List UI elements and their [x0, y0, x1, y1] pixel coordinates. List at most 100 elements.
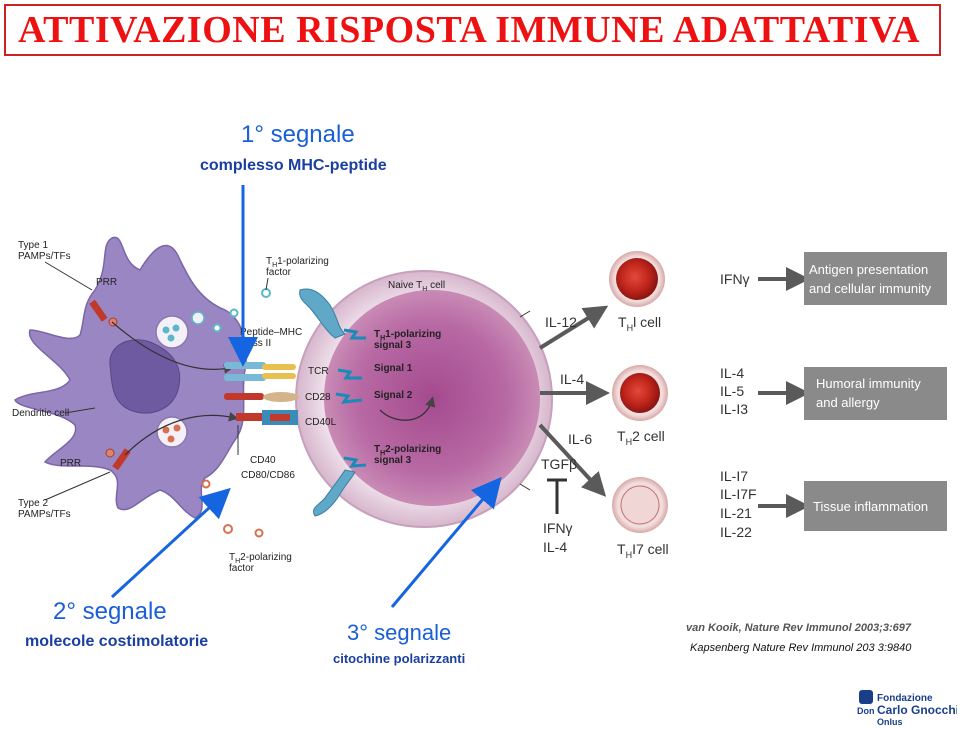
signal1-heading: 1° segnale — [241, 121, 355, 148]
th2-signal3-bolt — [343, 456, 367, 468]
th2-factor-label-line2: factor — [229, 563, 255, 574]
vesicle-dot — [167, 435, 175, 443]
th1-signal3-bolt — [343, 328, 366, 340]
vesicle-bottom — [156, 416, 188, 448]
tick-mark — [519, 310, 531, 318]
outcome-box-1 — [804, 252, 947, 305]
signal2-bolt — [335, 392, 363, 404]
vesicle-dot — [167, 334, 175, 342]
th1-factor-particle — [212, 323, 222, 333]
citation-vankooik: van Kooik, Nature Rev Immunol 2003;3:697 — [686, 622, 912, 634]
signal1-bolt — [337, 368, 362, 380]
outcome-box2-line1: Humoral immunity — [816, 376, 921, 391]
th17-cytokine: IL-I7F — [720, 486, 757, 502]
vesicle-dot — [162, 326, 170, 334]
th17-cell-label: THI7 cell — [617, 541, 669, 560]
cd40-cd40l-pair — [236, 410, 298, 425]
th2-cytokine-receptor — [312, 469, 356, 517]
cd80-cd86-label: CD80/CD86 — [241, 470, 295, 481]
prr-top-label: PRR — [96, 277, 117, 288]
signal2-subheading: molecole costimolatorie — [25, 633, 208, 650]
dendritic-cell-pointer — [64, 407, 96, 414]
type1-pointer — [44, 261, 93, 291]
outcome-box1-line1: Antigen presentation — [809, 262, 928, 277]
tgfb-label: TGFβ — [541, 456, 577, 472]
th2-cytokine: IL-4 — [720, 365, 744, 381]
signal2-arrow — [110, 487, 231, 599]
signal3-heading: 3° segnale — [347, 620, 451, 645]
pamp-particle — [105, 448, 115, 458]
th1-cell — [616, 258, 658, 300]
fondazione-logo: Fondazione Don Carlo Gnocchi Onlus — [857, 690, 957, 727]
th17-diff-arrow — [538, 423, 607, 497]
th17-cytokine: IL-I7 — [720, 468, 748, 484]
cd40-label: CD40 — [250, 455, 276, 466]
th1-factor-particle — [229, 308, 239, 318]
cd28-label: CD28 — [305, 392, 331, 403]
vesicle-small — [191, 311, 205, 325]
citation-kapsenberg: Kapsenberg Nature Rev Immunol 203 3:9840 — [690, 642, 912, 654]
peptide-mhc-label: Peptide–MHC — [240, 327, 302, 338]
logo-emblem — [859, 690, 873, 704]
ifng-inhib-label: IFNγ — [543, 520, 573, 536]
prr-receptor-top — [89, 299, 108, 322]
signal3-arrow — [390, 476, 502, 608]
th17-cytokine: IL-21 — [720, 505, 752, 521]
vesicle-dot — [172, 324, 180, 332]
tick-mark — [519, 483, 531, 491]
th2-factor-particle — [201, 479, 211, 489]
th1-factor-label-line2: factor — [266, 267, 292, 278]
type2-pointer — [44, 471, 111, 501]
outcome-box3-line1: Tissue inflammation — [813, 499, 928, 514]
logo-line4: Onlus — [877, 717, 903, 727]
title-box: ATTIVAZIONE RISPOSTA IMMUNE ADATTATIVA — [4, 4, 941, 56]
prr-bottom-label: PRR — [60, 458, 81, 469]
th2-cytokine: IL-I3 — [720, 401, 748, 417]
th2-factor-label: TH2-polarizing — [229, 552, 292, 565]
cd80-cd28-pair — [224, 392, 299, 402]
th1-cytokine: IFNγ — [720, 271, 750, 287]
logo-line3: Carlo Gnocchi — [877, 703, 957, 717]
il4-diff-label: IL-4 — [560, 371, 584, 387]
outcome-box-3 — [804, 481, 947, 531]
th2-factor-particle — [254, 528, 264, 538]
signal2-loop-arrow — [379, 396, 436, 421]
th2-cytokine: IL-5 — [720, 383, 744, 399]
th1-cytokine-receptor — [299, 288, 346, 339]
dc-signal-arrow — [111, 321, 234, 374]
type2-pamps-label: PAMPs/TFs — [18, 509, 71, 520]
vesicle-dot — [162, 426, 170, 434]
cd40l-label: CD40L — [305, 417, 337, 428]
th2-cell — [620, 373, 660, 413]
il4-inhib-label: IL-4 — [543, 539, 567, 555]
dendritic-cell-label: Dendritic cell — [12, 408, 69, 419]
vesicle-top — [155, 315, 189, 349]
naive-th-label: Naive TH cell — [388, 280, 445, 293]
th1-factor-particle — [261, 288, 271, 298]
type1-pamps-label: PAMPs/TFs — [18, 251, 71, 262]
inhibition-line — [547, 478, 567, 514]
type2-label: Type 2 — [18, 498, 48, 509]
th1-diff-arrow — [538, 305, 609, 350]
il12-label: IL-12 — [545, 314, 577, 330]
th2-signal3-label-line2: signal 3 — [374, 455, 412, 466]
vesicle-dot — [173, 424, 181, 432]
outcome-box1-line2: and cellular immunity — [809, 281, 932, 296]
th2-cell-label: TH2 cell — [617, 428, 665, 447]
il6-label: IL-6 — [568, 431, 592, 447]
slide-title: ATTIVAZIONE RISPOSTA IMMUNE ADATTATIVA — [18, 9, 920, 51]
th2-signal3-label: TH2-polarizing — [374, 444, 441, 457]
th1-signal3-label-line2: signal 3 — [374, 340, 412, 351]
th1-cell-label: THl cell — [618, 314, 661, 333]
signal1-label: Signal 1 — [374, 363, 413, 374]
signal3-subheading: citochine polarizzanti — [333, 651, 465, 666]
th17-cell — [620, 485, 660, 525]
signal2-label: Signal 2 — [374, 390, 413, 401]
naive-th-cell-nucleus — [324, 290, 540, 506]
th17-cytokine: IL-22 — [720, 524, 752, 540]
th1-factor-pointer — [265, 277, 269, 291]
dc-signal-arrow — [124, 411, 239, 456]
th1-signal3-label: TH1-polarizing — [374, 329, 441, 342]
class2-label: class II — [240, 338, 271, 349]
